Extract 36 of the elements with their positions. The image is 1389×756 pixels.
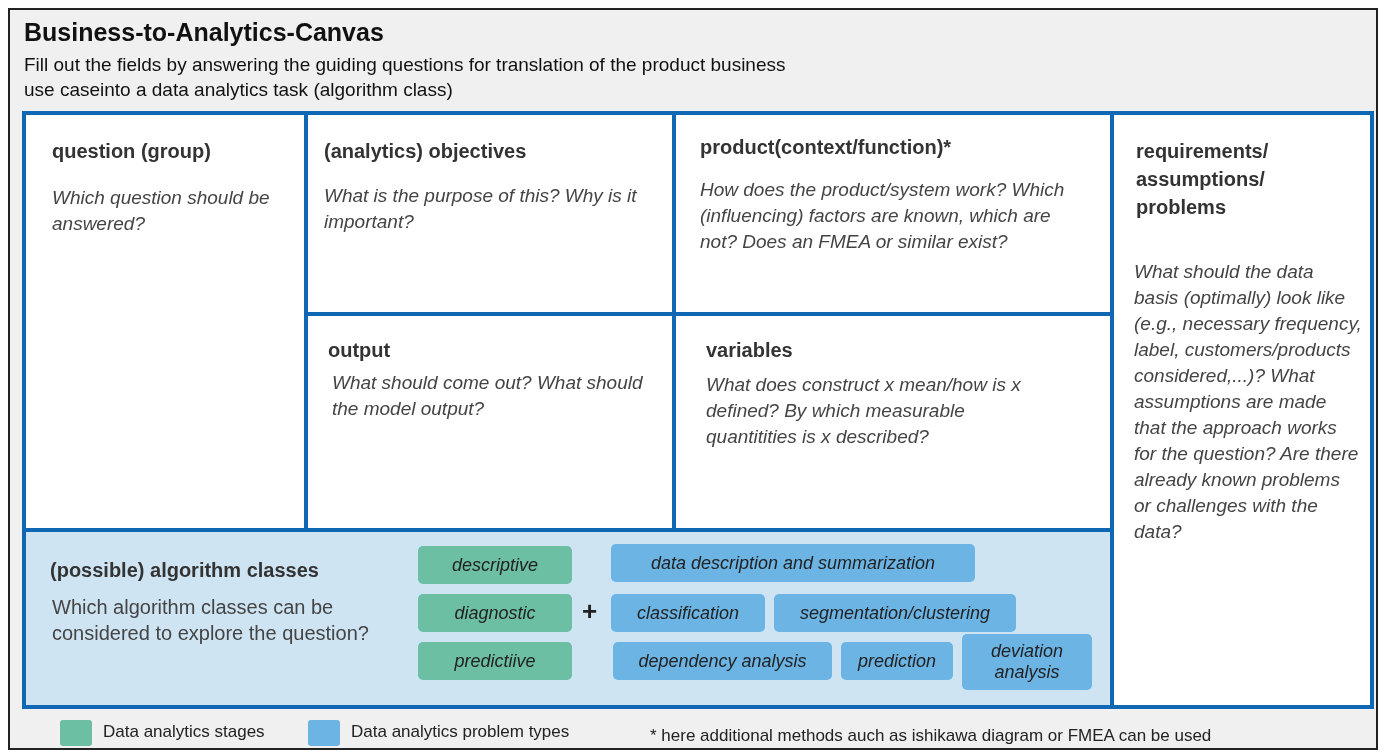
field-heading: variables [706,338,794,363]
field-heading: (analytics) objectives [324,139,528,164]
category-tag: diagnostic [418,594,572,632]
guiding-question: Which question should be answered? [52,186,271,236]
guiding-question: What should the data basis (optimally) look like (e.g., necessary frequency, label, customers/products considered,...)? What assumptions are made that the approach works for the question? Are there already known problems or challenges with the data? [1134,260,1362,544]
field-heading: output [328,338,392,363]
category-tag: data description and summarization [611,544,975,582]
canvas-field [676,316,1110,528]
category-tag: descriptive [418,546,572,584]
field-heading: (possible) algorithm classes [50,558,320,583]
canvas-field [676,115,1110,312]
field-heading: product(context/function)* [700,135,953,160]
category-tag: prediction [841,642,953,680]
guiding-question: How does the product/system work? Which (influencing) factors are known, which are not? Does an FMEA or similar exist? [700,178,1066,254]
subtitle: Fill out the fields by answering the guiding questions for translation of the product business use caseinto a data analytics task (algorithm class) [24,53,787,102]
canvas-field [308,316,672,528]
footnote: * here additional methods auch as ishikawa diagram or FMEA can be used [650,726,1212,746]
canvas-field [26,115,304,528]
legend-label: Data analytics stages [103,722,265,742]
category-tag: deviation analysis [962,634,1092,690]
canvas-field [308,115,672,312]
field-heading: question (group) [52,139,212,164]
guiding-question: Which algorithm classes can be considered to explore the question? [52,595,370,646]
category-tag: segmentation/clustering [774,594,1016,632]
field-heading: requirements/ assumptions/ problems [1136,139,1270,220]
canvas-title: Business-to-Analytics-Canvas [24,18,384,47]
category-tag: predictiive [418,642,572,680]
canvas-field [1114,115,1370,705]
legend-label: Data analytics problem types [351,722,570,742]
guiding-question: What should come out? What should the model output? [332,371,644,421]
category-tag: dependency analysis [613,642,832,680]
canvas-field [26,532,1110,705]
guiding-question: What does construct x mean/how is x defined? By which measurable quantitities is x described? [706,373,1022,449]
category-tag: classification [611,594,765,632]
guiding-question: What is the purpose of this? Why is it important? [324,184,638,234]
plus-sign: + [582,596,598,627]
